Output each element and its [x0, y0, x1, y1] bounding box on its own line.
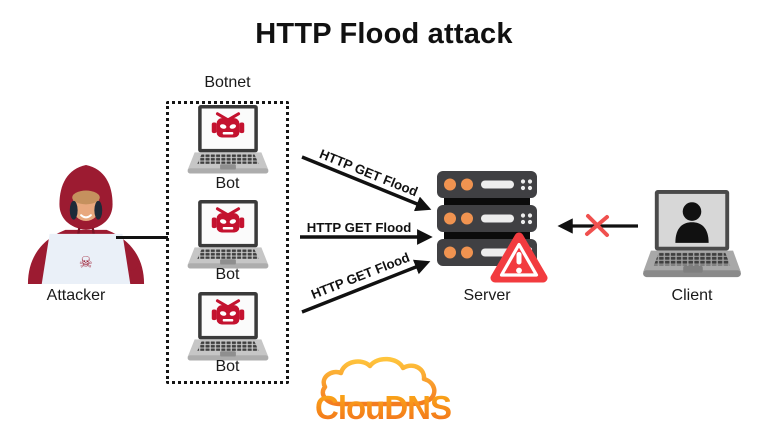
client-laptop-icon [641, 190, 743, 280]
attacker-botnet-connector [116, 236, 168, 239]
warning-icon [490, 232, 548, 283]
page-title: HTTP Flood attack [255, 18, 513, 50]
bot-label: Bot [215, 266, 240, 283]
cloudns-logo-text: ClouDNS [315, 389, 451, 426]
attacker-icon: ☠ [27, 164, 145, 285]
client-label: Client [671, 287, 713, 304]
botnet-group-box [166, 101, 289, 384]
cloud-icon [320, 356, 437, 407]
bot-laptop-icon [184, 292, 272, 364]
botnet-label: Botnet [204, 74, 251, 91]
http-flood-label-middle: HTTP GET Flood [307, 220, 412, 235]
blocked-x-icon [585, 214, 609, 237]
bot-label: Bot [215, 358, 240, 375]
bot-laptop-icon [184, 200, 272, 272]
http-flood-arrow-top [301, 155, 432, 212]
cloudns-logo: ClouDNS [315, 356, 452, 426]
server-label: Server [463, 287, 511, 304]
bot-laptop-icon [184, 105, 272, 177]
blocked-request-arrow [557, 214, 638, 237]
skull-icon: ☠ [79, 254, 93, 271]
flood-arrows: HTTP GET Flood HTTP GET Flood HTTP GET F… [300, 146, 433, 314]
http-flood-arrow-bottom [301, 259, 431, 314]
http-flood-label-top: HTTP GET Flood [317, 146, 420, 199]
bot-label: Bot [215, 175, 240, 192]
attacker-label: Attacker [46, 287, 106, 304]
